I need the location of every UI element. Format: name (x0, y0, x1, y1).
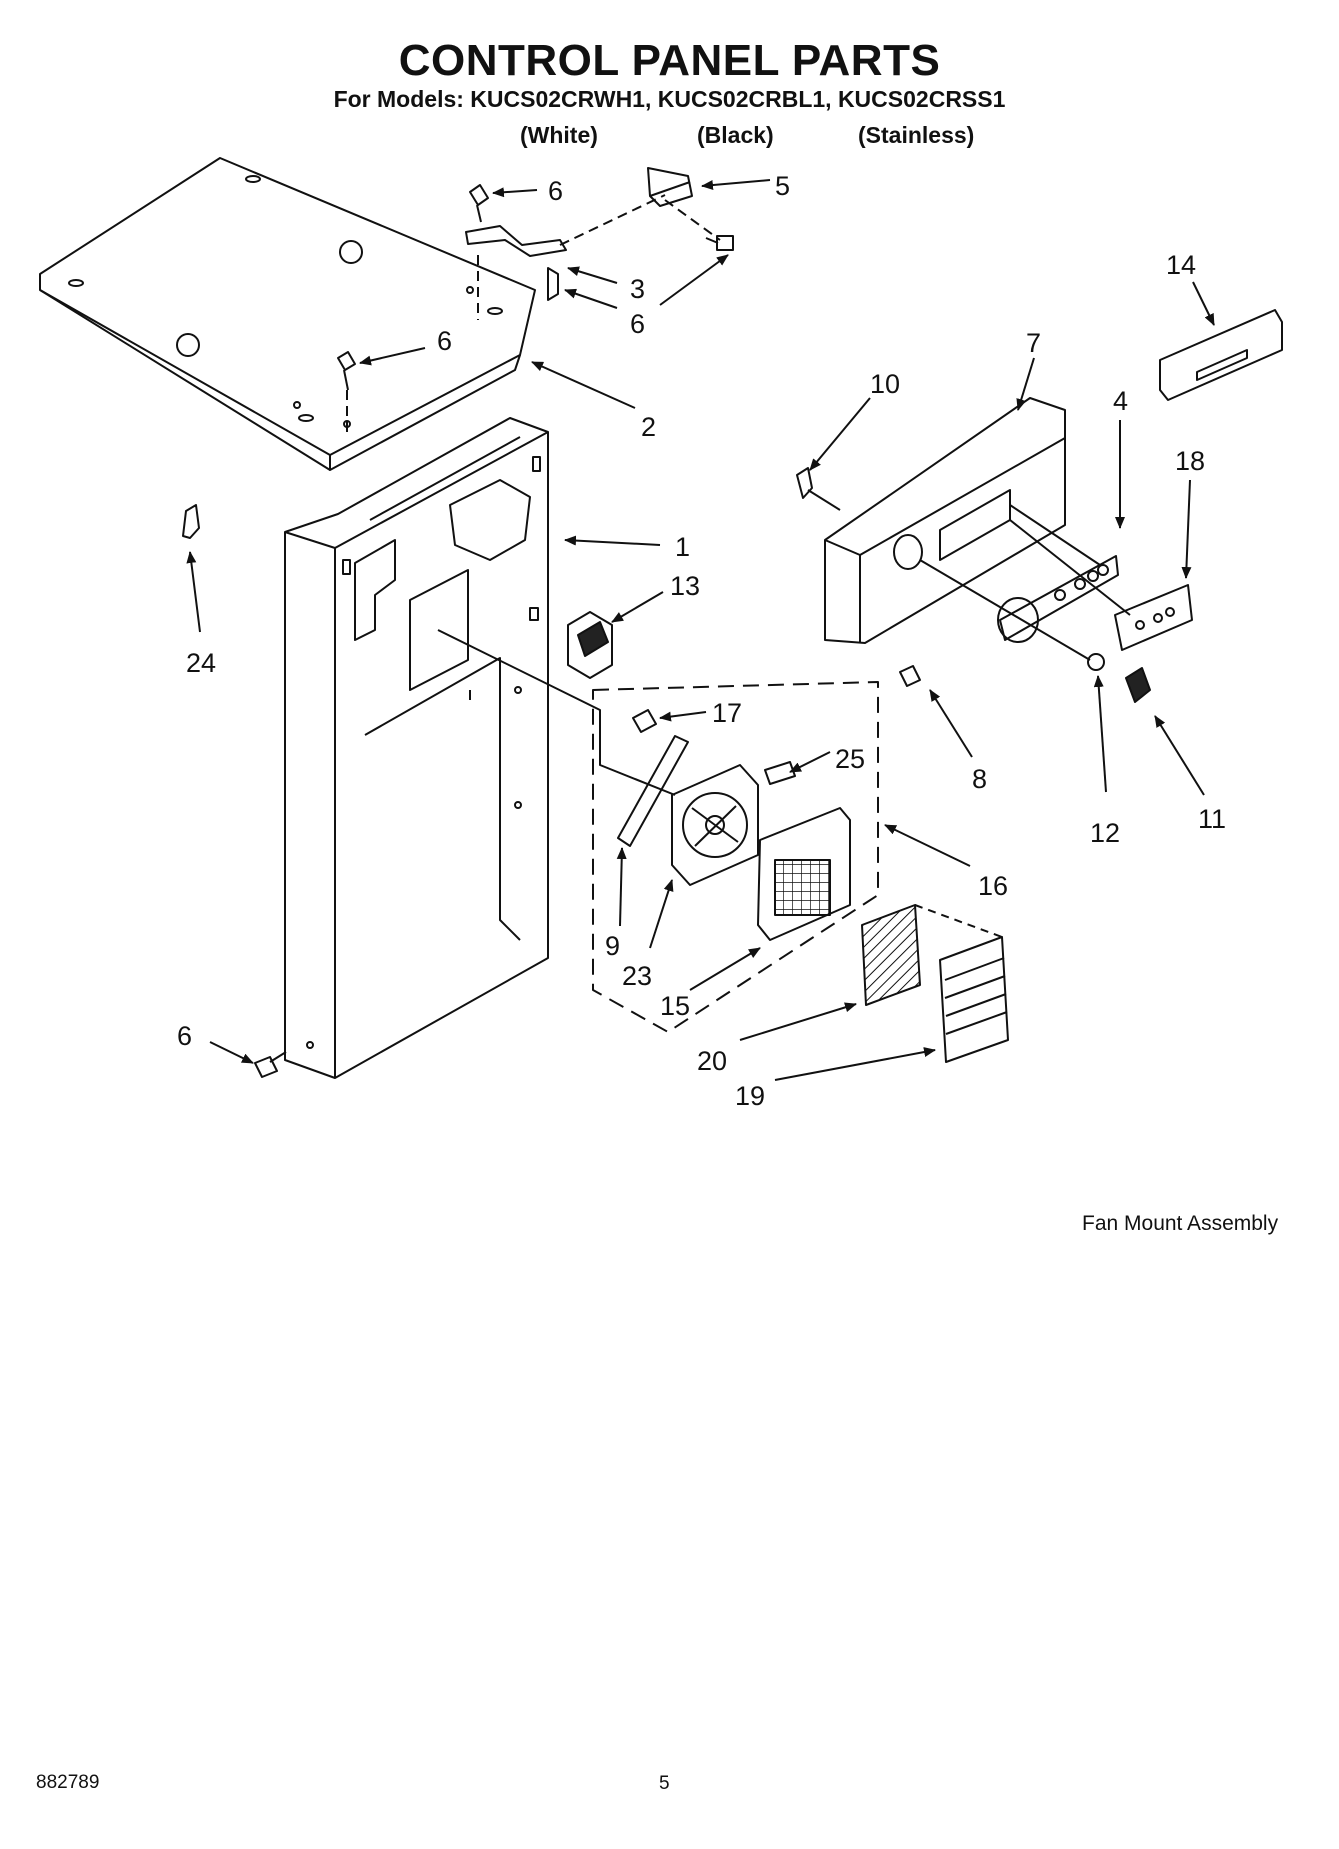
control-panel (824, 397, 1066, 644)
leader-11 (1154, 715, 1205, 796)
rocker-switch (567, 611, 613, 679)
variant-white: (White) (520, 122, 598, 148)
main-frame (284, 417, 549, 1079)
leader-6a (492, 187, 538, 198)
leader-12 (1093, 675, 1107, 793)
variant-stainless: (Stainless) (858, 122, 975, 148)
callout-3: 3 (630, 274, 645, 304)
grille (939, 936, 1009, 1063)
leader-14 (1192, 281, 1215, 326)
page-number: 5 (659, 1773, 670, 1794)
callout-11: 11 (1198, 804, 1226, 834)
callout-6d: 6 (437, 326, 452, 356)
leader-5 (701, 179, 771, 191)
leader-8 (929, 689, 973, 758)
callout-24: 24 (186, 648, 216, 678)
leader-10 (809, 397, 871, 471)
leader-17 (659, 711, 707, 722)
callout-5: 5 (775, 171, 790, 201)
leader-24 (186, 551, 201, 633)
callout-6a: 6 (548, 176, 563, 206)
leader-25 (789, 751, 831, 773)
leader-3 (567, 266, 618, 284)
assembly-caption: Fan Mount Assembly (1082, 1212, 1279, 1235)
callout-17: 17 (712, 698, 742, 728)
indicator-light (796, 467, 813, 499)
callout-13: 13 (670, 571, 700, 601)
leader-7 (1016, 357, 1035, 411)
leader-9 (616, 847, 627, 927)
callout-1: 1 (675, 532, 690, 562)
display-trim (1159, 309, 1283, 401)
callout-14: 14 (1166, 250, 1196, 280)
leader-6c (659, 254, 729, 306)
callout-10: 10 (870, 369, 900, 399)
callout-23: 23 (622, 961, 652, 991)
filter (861, 904, 921, 1006)
knob-nut (1087, 653, 1105, 671)
leader-18 (1181, 479, 1192, 579)
fan-shroud (757, 807, 851, 941)
callout-6e: 6 (177, 1021, 192, 1051)
callout-18: 18 (1175, 446, 1205, 476)
fan (671, 764, 759, 886)
leader-13 (611, 591, 664, 623)
callout-25: 25 (835, 744, 865, 774)
knob (1125, 667, 1151, 703)
callout-2: 2 (641, 412, 656, 442)
small-clip (182, 504, 200, 539)
leader-23 (649, 879, 674, 949)
callout-12: 12 (1090, 818, 1120, 848)
callout-6b: 6 (630, 309, 645, 339)
models-line: For Models: KUCS02CRWH1, KUCS02CRBL1, KU… (333, 86, 1006, 112)
leader-15 (689, 947, 761, 991)
top-cover-plate (39, 157, 536, 471)
callout-16: 16 (978, 871, 1008, 901)
leader-20 (739, 1002, 857, 1041)
control-board (1114, 584, 1193, 651)
clip-block (647, 167, 693, 207)
callout-7: 7 (1026, 328, 1041, 358)
leader-1 (564, 535, 661, 546)
leader-6d (359, 347, 426, 366)
leader-6e (209, 1041, 254, 1064)
fan-strip (617, 735, 689, 847)
callout-9: 9 (605, 931, 620, 961)
callout-15: 15 (660, 991, 690, 1021)
screw-left (337, 351, 356, 391)
variant-black: (Black) (697, 122, 774, 148)
control-overlay (997, 555, 1119, 643)
page-title: CONTROL PANEL PARTS (398, 36, 941, 85)
panel-screw (899, 665, 921, 687)
callout-4: 4 (1113, 386, 1128, 416)
screw-top-right (705, 235, 734, 251)
callout-labels: 6 5 3 6 6 2 1 24 13 17 25 9 23 15 16 20 … (177, 171, 1226, 1111)
bracket (465, 225, 567, 257)
leader-6b (564, 288, 618, 309)
screw-bottom (254, 1051, 287, 1078)
connector (764, 761, 796, 785)
callout-19: 19 (735, 1081, 765, 1111)
callout-20: 20 (697, 1046, 727, 1076)
leader-19 (774, 1047, 936, 1081)
fan-screw (632, 709, 657, 733)
callout-8: 8 (972, 764, 987, 794)
screw-top-left (469, 184, 489, 223)
leader-16 (884, 824, 971, 867)
screw-middle (547, 267, 559, 301)
leader-2 (531, 361, 636, 409)
document-number: 882789 (36, 1772, 100, 1793)
